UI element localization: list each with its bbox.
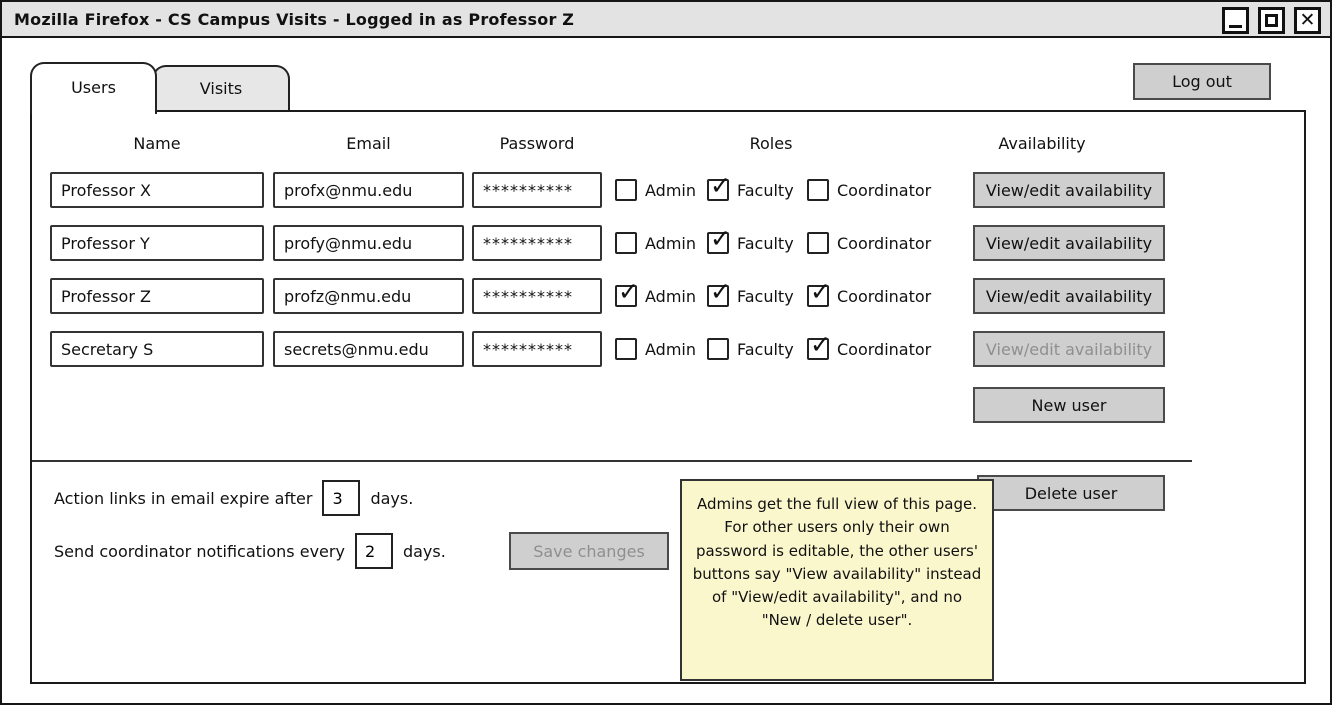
user-row: ✓ Admin ✓ Faculty ✓ Coordinator View/edi… bbox=[32, 330, 1304, 369]
faculty-checkbox-group: ✓ Faculty bbox=[707, 277, 794, 314]
new-user-button[interactable]: New user bbox=[973, 387, 1165, 423]
coordinator-label: Coordinator bbox=[837, 339, 932, 359]
coordinator-label: Coordinator bbox=[837, 286, 932, 306]
admin-checkbox[interactable]: ✓ bbox=[615, 338, 637, 360]
coordinator-checkbox[interactable]: ✓ bbox=[807, 277, 831, 307]
logout-button[interactable]: Log out bbox=[1133, 63, 1271, 100]
password-input[interactable] bbox=[472, 278, 602, 314]
window-controls: ✕ bbox=[1222, 7, 1321, 34]
coordinator-checkbox-group: ✓ Coordinator bbox=[807, 330, 932, 367]
name-input[interactable] bbox=[50, 331, 264, 367]
coordinator-label: Coordinator bbox=[837, 180, 932, 200]
admin-label: Admin bbox=[645, 233, 696, 253]
admin-checkbox[interactable]: ✓ bbox=[615, 232, 637, 254]
view-edit-availability-button[interactable]: View/edit availability bbox=[973, 278, 1165, 314]
expiry-label-after: days. bbox=[370, 488, 414, 508]
faculty-checkbox-group: ✓ Faculty bbox=[707, 331, 794, 367]
check-icon: ✓ bbox=[810, 330, 831, 359]
coordinator-checkbox-group: ✓ Coordinator bbox=[807, 225, 931, 261]
faculty-checkbox[interactable]: ✓ bbox=[707, 338, 729, 360]
coordinator-checkbox-group: ✓ Coordinator bbox=[807, 172, 931, 208]
maximize-icon bbox=[1265, 14, 1278, 27]
check-icon: ✓ bbox=[810, 277, 831, 306]
coordinator-checkbox[interactable]: ✓ bbox=[807, 232, 829, 254]
faculty-label: Faculty bbox=[737, 180, 794, 200]
users-panel: Name Email Password Roles Availability ✓… bbox=[30, 110, 1306, 684]
minimize-icon bbox=[1229, 25, 1242, 28]
coordinator-checkbox[interactable]: ✓ bbox=[807, 179, 829, 201]
column-header-roles: Roles bbox=[749, 134, 793, 153]
check-icon: ✓ bbox=[618, 277, 639, 306]
user-row: ✓ Admin ✓ Faculty ✓ Coordinator View/edi… bbox=[32, 277, 1304, 316]
check-icon: ✓ bbox=[710, 224, 731, 253]
expiry-setting: Action links in email expire after days. bbox=[54, 480, 413, 516]
column-header-password: Password bbox=[499, 134, 575, 153]
check-icon: ✓ bbox=[710, 277, 731, 306]
delete-user-button[interactable]: Delete user bbox=[977, 475, 1165, 511]
minimize-button[interactable] bbox=[1222, 7, 1249, 34]
notify-days-input[interactable] bbox=[354, 533, 393, 569]
faculty-checkbox[interactable]: ✓ bbox=[707, 171, 731, 201]
user-row: ✓ Admin ✓ Faculty ✓ Coordinator View/edi… bbox=[32, 171, 1304, 210]
faculty-checkbox-group: ✓ Faculty bbox=[707, 224, 794, 261]
section-divider bbox=[32, 460, 1192, 462]
name-input[interactable] bbox=[50, 278, 264, 314]
notification-setting: Send coordinator notifications every day… bbox=[54, 533, 446, 569]
name-input[interactable] bbox=[50, 172, 264, 208]
coordinator-checkbox[interactable]: ✓ bbox=[807, 330, 831, 360]
column-header-email: Email bbox=[346, 134, 391, 153]
admin-label: Admin bbox=[645, 286, 696, 306]
faculty-checkbox[interactable]: ✓ bbox=[707, 277, 731, 307]
admin-checkbox[interactable]: ✓ bbox=[615, 277, 639, 307]
maximize-button[interactable] bbox=[1258, 7, 1285, 34]
faculty-label: Faculty bbox=[737, 339, 794, 359]
close-button[interactable]: ✕ bbox=[1294, 7, 1321, 34]
email-input[interactable] bbox=[273, 225, 464, 261]
admin-checkbox-group: ✓ Admin bbox=[615, 172, 696, 208]
coordinator-checkbox-group: ✓ Coordinator bbox=[807, 277, 932, 314]
coordinator-label: Coordinator bbox=[837, 233, 932, 253]
faculty-checkbox-group: ✓ Faculty bbox=[707, 171, 794, 208]
admin-checkbox-group: ✓ Admin bbox=[615, 225, 696, 261]
title-bar: Mozilla Firefox - CS Campus Visits - Log… bbox=[2, 2, 1330, 38]
faculty-label: Faculty bbox=[737, 286, 794, 306]
tab-users[interactable]: Users bbox=[30, 62, 157, 114]
notify-label-after: days. bbox=[402, 541, 446, 561]
email-input[interactable] bbox=[273, 172, 464, 208]
email-input[interactable] bbox=[273, 278, 464, 314]
view-edit-availability-button[interactable]: View/edit availability bbox=[973, 172, 1165, 208]
column-header-availability: Availability bbox=[998, 134, 1086, 153]
close-icon: ✕ bbox=[1299, 9, 1316, 31]
faculty-label: Faculty bbox=[737, 233, 794, 253]
faculty-checkbox[interactable]: ✓ bbox=[707, 224, 731, 254]
name-input[interactable] bbox=[50, 225, 264, 261]
tab-visits[interactable]: Visits bbox=[152, 65, 290, 110]
user-row: ✓ Admin ✓ Faculty ✓ Coordinator View/edi… bbox=[32, 224, 1304, 263]
password-input[interactable] bbox=[472, 172, 602, 208]
check-icon: ✓ bbox=[710, 171, 731, 200]
email-input[interactable] bbox=[273, 331, 464, 367]
view-edit-availability-button[interactable]: View/edit availability bbox=[973, 225, 1165, 261]
admin-label: Admin bbox=[645, 180, 696, 200]
admin-checkbox[interactable]: ✓ bbox=[615, 179, 637, 201]
window-title: Mozilla Firefox - CS Campus Visits - Log… bbox=[14, 10, 575, 29]
expiry-label-before: Action links in email expire after bbox=[54, 488, 313, 508]
password-input[interactable] bbox=[472, 331, 602, 367]
view-availability-button-disabled: View/edit availability bbox=[973, 331, 1165, 367]
notify-label-before: Send coordinator notifications every bbox=[54, 541, 345, 561]
admin-checkbox-group: ✓ Admin bbox=[615, 331, 696, 367]
column-header-name: Name bbox=[133, 134, 181, 153]
admin-label: Admin bbox=[645, 339, 696, 359]
annotation-note: Admins get the full view of this page. F… bbox=[680, 479, 994, 681]
save-changes-button: Save changes bbox=[509, 532, 669, 570]
admin-checkbox-group: ✓ Admin bbox=[615, 277, 696, 314]
expiry-days-input[interactable] bbox=[322, 480, 361, 516]
password-input[interactable] bbox=[472, 225, 602, 261]
